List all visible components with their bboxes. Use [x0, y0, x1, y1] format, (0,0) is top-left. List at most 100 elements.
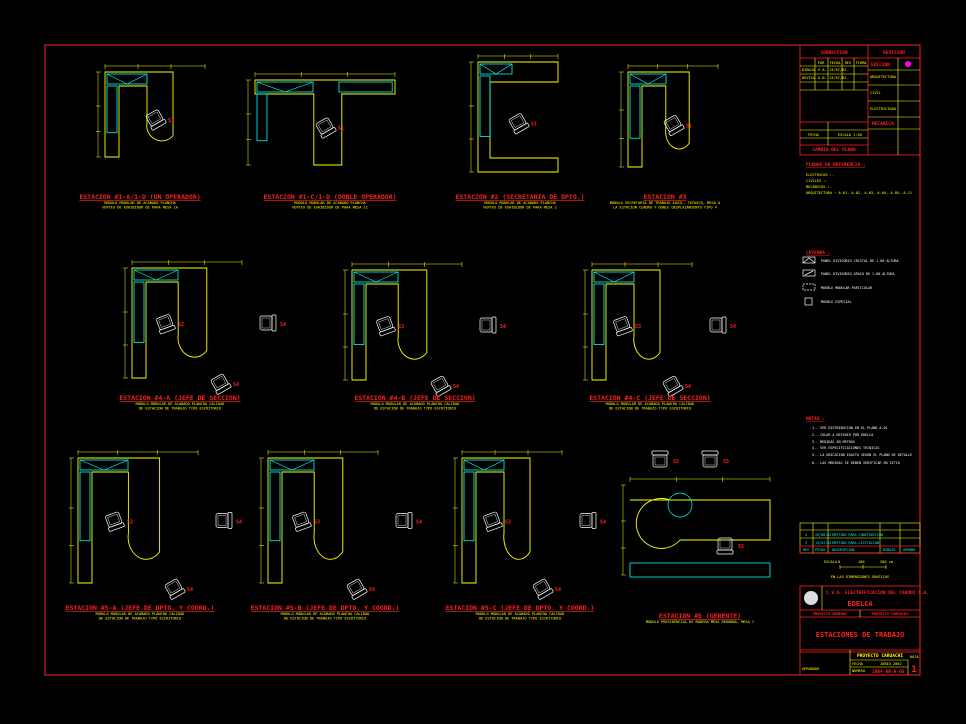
cabinet — [106, 85, 118, 134]
station-subtitle: MODULO MODULAR DE ACABADO PLANCHA CALIDA… — [136, 402, 225, 406]
company-name: C.V.G. ELECTRIFICACION DEL CARONI C.A. — [826, 590, 929, 596]
seat-label: S4 — [187, 587, 193, 593]
chair-icon — [430, 375, 452, 397]
station-title: ESTACION #5-C (JEFE DE DPTO. Y COORD.) — [446, 604, 595, 612]
credenza — [629, 562, 771, 578]
station-title: ESTACION #4-B (JEFE DE SECCION) — [354, 394, 475, 402]
desk-outline — [77, 457, 161, 584]
rev-header: REV — [803, 548, 809, 552]
corrections-header: CORRECCION — [820, 50, 847, 56]
seat-label: S3 — [635, 324, 641, 330]
station-subtitle: MODULO MODULAR DE ACABADO PLANCHA CALIDA… — [476, 612, 565, 616]
chair-icon — [346, 578, 368, 600]
seat-label: S3 — [398, 324, 404, 330]
corr-cell: A.B. — [818, 76, 827, 80]
cabinet — [133, 281, 145, 343]
reference-item: ELECTRICOS :- — [806, 173, 834, 177]
chair-icon — [508, 113, 530, 135]
revision-label: ARQUITECTURA — [870, 75, 897, 79]
note-item: 4.- VER ESPECIFICACIONES TECNICAS — [812, 446, 879, 450]
round-table — [667, 492, 693, 518]
cabinet — [479, 75, 491, 137]
revision-header: REVISION — [883, 50, 905, 56]
rev-header: APROBO — [903, 548, 915, 552]
chair-icon — [105, 511, 125, 532]
desk-outline — [104, 71, 174, 158]
scale-tick: 0 — [838, 560, 840, 564]
station-subtitle: DE ESTACION DE TRABAJO TIPO ESCRITORIO — [374, 407, 456, 411]
station-subtitle: DE ESTACION DE TRABAJO TIPO ESCRITORIO — [284, 617, 366, 621]
station-title: ESTACION #6 (GERENTE) — [659, 612, 741, 620]
scale-tick: 100 — [858, 560, 865, 564]
station-subtitle: VERTEX DE EXHIBIDOR DE PARA MESA 1C — [292, 206, 368, 210]
seat-label: S4 — [600, 520, 606, 526]
plan-change-label: CAMBIO DEL PLANO — [812, 147, 856, 153]
station-title: ESTACION #3 — [643, 193, 686, 201]
station-subtitle: MODULO PRESIDENCIAL DE MADERA MESA REDON… — [646, 620, 754, 624]
reference-item: CIVILES :- — [806, 179, 828, 183]
station-subtitle: LA ESTACION CUADRO Y DOBLE DESPLAZAMIENT… — [613, 206, 717, 210]
legend-item: MUEBLE MODULAR PARTICULAR — [821, 286, 873, 290]
revision-label: ELECTRICIDAD — [870, 107, 896, 111]
desk-outline — [591, 269, 661, 381]
station-title: ESTACION #4-A (JEFE DE SECCION) — [119, 394, 240, 402]
station-subtitle: VERTEX DE EXHIBIDOR DE PARA MESA 2 — [483, 206, 557, 210]
seat-label: S3 — [314, 520, 320, 526]
station-subtitle: MODULO SECRETARIA DE TRABAJO AUXIL. TECN… — [610, 201, 721, 205]
corr-cell: DIBUJO — [802, 68, 815, 72]
drawing-title: ESTACIONES DE TRABAJO — [816, 631, 905, 639]
station-subtitle: MODULO MODULAR DE ACABADO PLANCHA CALIDA… — [281, 612, 370, 616]
station-title: ESTACION #1-A/1-D (UN OPERADOR) — [79, 193, 200, 201]
corr-cell: - — [860, 76, 862, 80]
chair-icon — [651, 450, 669, 468]
chair-icon — [259, 314, 277, 332]
legend-symbols — [802, 256, 816, 306]
station-subtitle: DE ESTACION DE TRABAJO TIPO ESCRITORIO — [609, 407, 691, 411]
scale-label: ESCALA — [824, 560, 838, 564]
project-specific: PROYECTO CARUACHI — [872, 612, 909, 616]
fecha-label: FECHA — [808, 133, 820, 137]
seat-label: S4 — [369, 587, 375, 593]
desk-outline — [627, 71, 690, 168]
station-title: ESTACION #5-B (JEFE DE DPTO. Y COORD.) — [251, 604, 400, 612]
station-title: ESTACION #2 (SECRETARIA DE DPTO.) — [455, 193, 584, 201]
corr-cell: - — [847, 76, 849, 80]
seat-label: S4 — [280, 322, 286, 328]
legend-title: LEYENDA : — [806, 250, 830, 256]
seat-label: S3 — [505, 520, 511, 526]
project-name: PROYECTO CARUACHI — [857, 653, 903, 659]
seat-label: S4 — [236, 520, 242, 526]
date-label: FECHA — [852, 662, 864, 666]
legend-item: MUEBLE ESPECIAL — [821, 300, 852, 304]
chair-icon — [662, 375, 684, 397]
station-subtitle: MODULO MODULAR DE ACABADO PLANCHA CALIDA… — [96, 612, 185, 616]
note-item: 5.- LA UBICACION EXACTA SEGUN EL PLANO D… — [812, 453, 912, 457]
chair-icon — [156, 314, 176, 335]
desk-outline — [461, 457, 531, 584]
chair-icon — [292, 511, 312, 532]
desk-outline — [630, 497, 771, 549]
seat-label: S5 — [673, 459, 679, 465]
note-item: 6.- LAS MEDIDAS SE DEBEN VERIFICAR EN SI… — [812, 461, 900, 465]
station-title: ESTACION #4-C (JEFE DE SECCION) — [589, 394, 710, 402]
seat-label: S4 — [730, 324, 736, 330]
chair-icon — [709, 316, 727, 334]
rev-header: DIBUJO — [883, 548, 895, 552]
seat-label: S1 — [686, 123, 692, 129]
reference-item: ARQUITECTURA : A-01, A-02, A-03, A-04, A… — [806, 191, 912, 195]
corr-cell: V.A. — [818, 68, 827, 72]
cabinet — [269, 471, 281, 542]
approved-label: APROBADO — [802, 667, 819, 671]
seat-label: S4 — [233, 382, 239, 388]
chair-icon — [716, 537, 734, 555]
seat-label: S4 — [500, 324, 506, 330]
legend-item: PANEL DIVISORIO OPACO DE 1.60 ALTURA — [821, 272, 895, 276]
station-subtitle: VERTEX DE EXHIBIDOR DE PARA MESA 1A — [102, 206, 179, 210]
chair-icon — [145, 109, 167, 131]
